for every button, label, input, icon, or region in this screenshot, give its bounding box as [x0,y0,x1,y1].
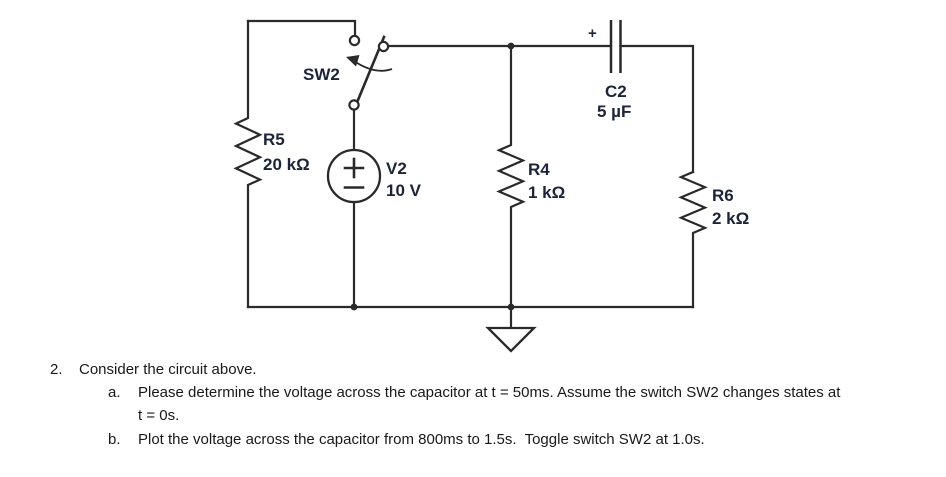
item-b-text: Plot the voltage across the capacitor fr… [138,431,705,448]
v2-value-label: 10 V [386,181,422,200]
ground-symbol [485,305,537,353]
junction-dot-v2-bottom [350,303,358,311]
r5-ref-label: R5 [263,130,285,149]
c2-capacitor [609,20,622,73]
v2-ref-label: V2 [386,159,407,178]
r4-value-label: 1 kΩ [528,183,565,202]
wire-capacitor-to-r6 [619,44,695,174]
problem-intro: Consider the circuit above. [79,361,257,378]
r6-resistor [678,170,708,309]
item-a-text-cont: t = 0s. [138,407,180,424]
r6-ref-label: R6 [712,186,734,205]
sw2-terminal-pole [377,40,390,53]
c2-ref-label: C2 [605,82,627,101]
c2-value-label: 5 µF [597,102,631,121]
junction-dot-top [507,42,515,50]
v2-source [326,148,382,204]
c2-polarity-label: + [588,25,597,42]
r6-value-label: 2 kΩ [712,209,749,228]
item-a-label: a. [108,384,121,401]
sw2-toggle-arrow-icon [346,55,360,67]
r5-value-label: 20 kΩ [263,155,310,174]
problem-number: 2. [50,361,63,378]
wire-r5-to-switch [246,19,357,37]
sw2-terminal-top [348,34,361,47]
item-a-text: Please determine the voltage across the … [138,384,841,401]
sw2-toggle-arc [353,60,393,72]
sw2-terminal-bottom [348,99,360,111]
sw2-label: SW2 [303,65,340,84]
r5-resistor [233,19,263,309]
circuit-schematic: SW2 R5 20 kΩ V2 10 V R4 1 kΩ + C2 5 µF R… [233,19,749,353]
r4-resistor [496,44,526,309]
r4-ref-label: R4 [528,160,550,179]
sw2-switch [346,34,393,111]
item-b-label: b. [108,431,121,448]
